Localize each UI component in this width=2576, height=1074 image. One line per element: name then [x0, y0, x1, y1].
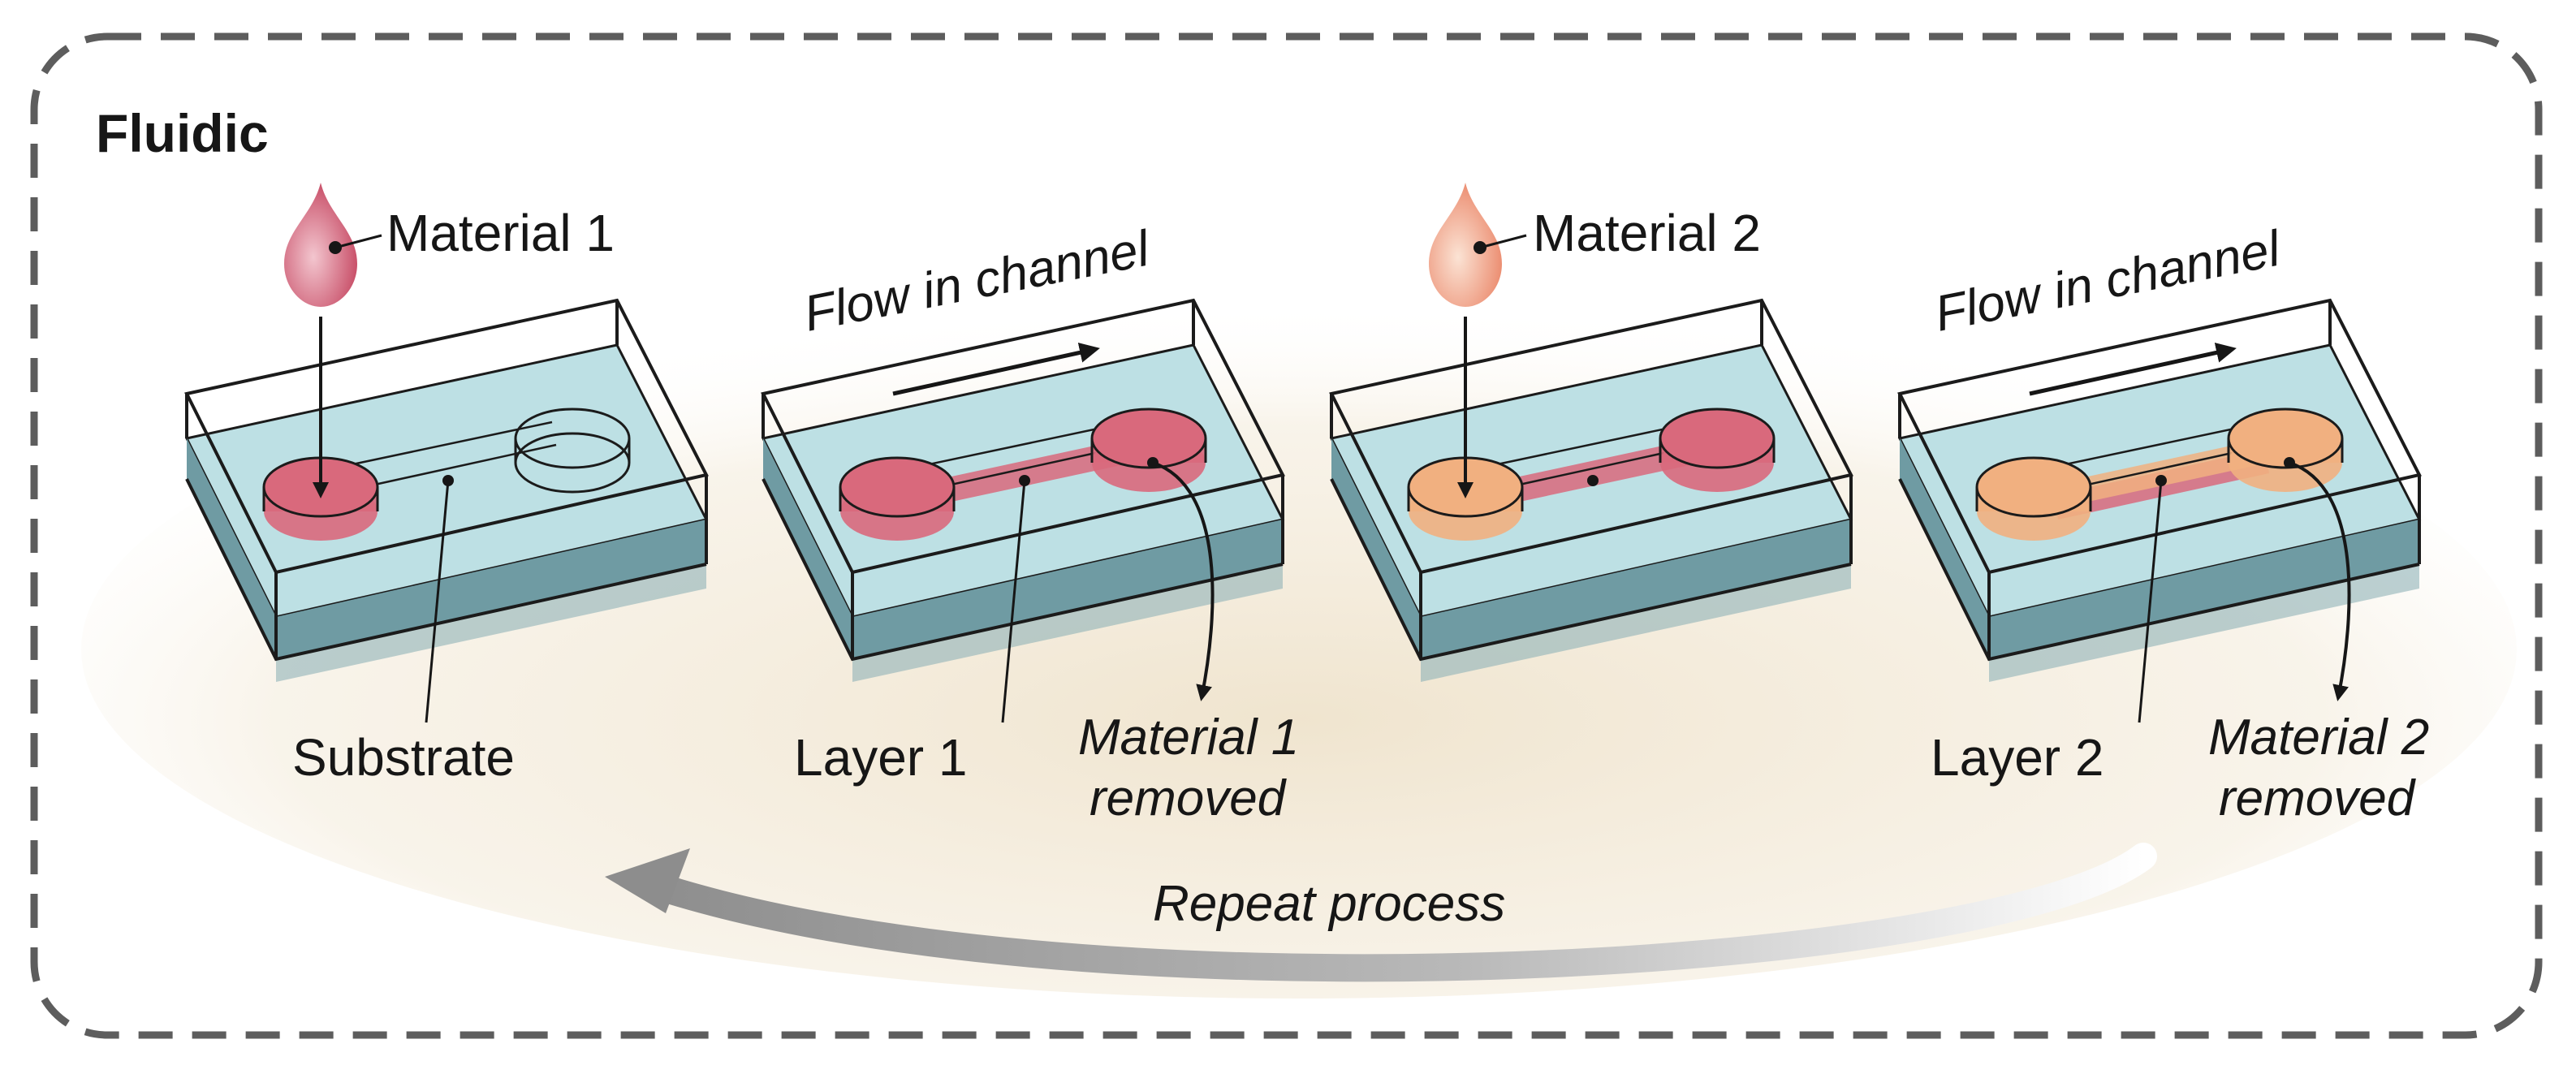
substrate-side-front: [852, 520, 1283, 659]
material-1-removed-line1: Material 1: [1078, 710, 1300, 766]
outlet-dot: [1147, 457, 1159, 468]
panel-frame: [30, 32, 2543, 1039]
base-edge: [185, 478, 707, 662]
substrate-label: Substrate: [292, 728, 515, 787]
chip-4: [1897, 298, 2422, 723]
substrate-side-left: [1331, 438, 1421, 659]
inlet-well-rim: [1975, 456, 2092, 518]
chip-2: [761, 298, 1285, 723]
arrow-icon: [2029, 343, 2237, 396]
base-edge: [762, 478, 1284, 662]
substrate-shadow: [1421, 564, 1851, 682]
diagram-title: Fluidic: [96, 103, 269, 163]
material-2-label: Material 2: [1533, 204, 1761, 262]
droplet-icon: [1429, 183, 1502, 307]
substrate-shadow: [852, 564, 1283, 682]
substrate-side-left: [763, 438, 852, 659]
substrate-side-front: [1421, 520, 1851, 659]
droplet-leader: [1479, 234, 1527, 249]
channel-dot: [1587, 475, 1599, 486]
substrate-side-left: [187, 438, 276, 659]
base-edge: [1898, 478, 2420, 662]
substrate-side-front: [1989, 520, 2419, 659]
substrate-side-left: [1900, 438, 1989, 659]
chip-1: [184, 183, 709, 723]
chip-3: [1329, 183, 1853, 682]
base-edge: [1330, 478, 1852, 662]
substrate-shadow: [276, 564, 706, 682]
curved-arrow-icon: [605, 843, 2157, 982]
arrow-icon: [1152, 461, 1215, 701]
inlet-well-rim: [839, 456, 956, 518]
droplet-icon: [284, 183, 357, 307]
droplet-leader: [334, 234, 382, 249]
layer-1-label: Layer 1: [794, 728, 968, 787]
outlet-well-rim: [1659, 408, 1776, 469]
material-2-removed-line2: removed: [2219, 770, 2415, 826]
substrate-side-front: [276, 520, 706, 659]
repeat-process-label: Repeat process: [1153, 876, 1506, 932]
layer-leader: [2138, 480, 2163, 723]
material-2-removed-line1: Material 2: [2208, 710, 2430, 766]
substrate-leader: [425, 480, 450, 723]
layer-leader: [1001, 480, 1026, 723]
substrate-shadow: [1989, 564, 2419, 682]
material-1-removed-line2: removed: [1090, 770, 1286, 826]
arrow-icon: [892, 343, 1100, 396]
material-1-label: Material 1: [386, 204, 615, 262]
layer-2-label: Layer 2: [1931, 728, 2104, 787]
outlet-dot: [2284, 457, 2295, 468]
arrow-icon: [2289, 461, 2351, 701]
